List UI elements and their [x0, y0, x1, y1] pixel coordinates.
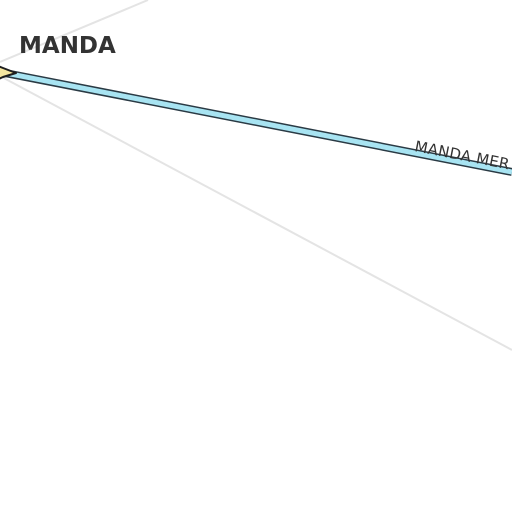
faint-road-upper — [0, 0, 149, 63]
route-line[interactable] — [0, 69, 512, 175]
star-marker-icon[interactable] — [0, 63, 17, 83]
place-label: MANDA — [19, 33, 116, 59]
faint-road-diagonal — [0, 75, 512, 351]
route-label: MANDA MER — [413, 137, 511, 173]
